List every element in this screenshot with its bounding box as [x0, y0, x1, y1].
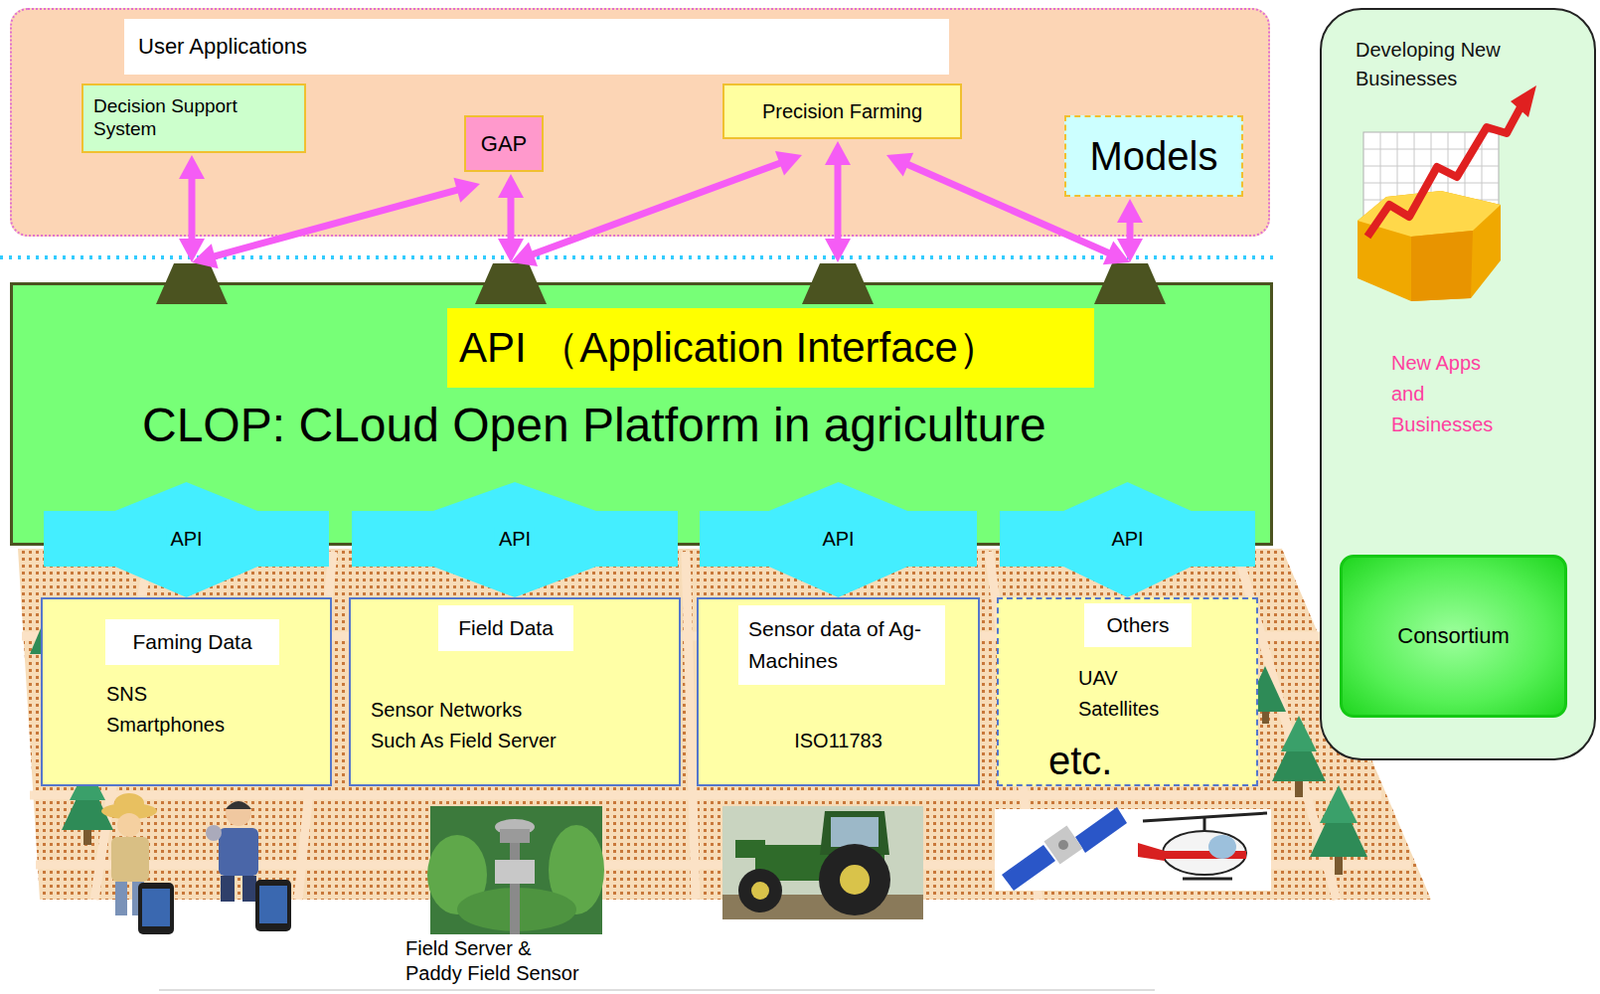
- anchor-mount: [1094, 263, 1166, 305]
- platform-box-text: CLOP: CLoud Open Platform in agriculture: [142, 396, 1047, 455]
- data-source-box-text: SNS Smartphones: [106, 678, 236, 741]
- data-source-box-text: Faming Data: [105, 619, 280, 665]
- app-box: Precision Farming: [722, 83, 962, 140]
- satellite-helicopter-photo: [994, 806, 1272, 891]
- data-source-box-text: Field Data: [438, 605, 574, 651]
- data-source-box-text: Others: [1084, 603, 1192, 647]
- photo-caption: Field Server & Paddy Field Sensor: [405, 936, 585, 986]
- link-arrow: [824, 141, 851, 263]
- app-box: Decision Support System: [81, 83, 307, 154]
- smartphone-icon: [255, 879, 292, 932]
- app-box: GAP: [464, 115, 544, 172]
- app-box-text: Precision Farming: [762, 100, 923, 124]
- data-source-box: Faming DataSNS Smartphones: [40, 597, 332, 787]
- api-banner: API （Application Interface）: [447, 308, 1095, 388]
- smartphone-icon: [138, 882, 174, 935]
- region-band: User ApplicationsDecision Support System…: [9, 7, 1271, 237]
- model-box-text: Models: [1090, 134, 1219, 179]
- consortium-box: Consortium: [1339, 554, 1568, 718]
- edge-label: API: [1107, 526, 1147, 551]
- edge-label: API: [165, 526, 206, 551]
- field-server-photo: [427, 805, 605, 935]
- data-source-box-text: Sensor Networks Such As Field Server: [370, 694, 565, 757]
- edge-label: API: [817, 526, 858, 551]
- business-panel: Developing New BusinessesNew Apps and Bu…: [1319, 7, 1597, 761]
- consortium-box-text: Consortium: [1397, 623, 1509, 649]
- region-band-text: User Applications: [124, 18, 950, 75]
- api-block-arrow: [699, 481, 977, 598]
- api-block-arrow: [351, 481, 678, 598]
- business-panel-text: New Apps and Businesses: [1391, 347, 1503, 441]
- data-source-box: Field DataSensor Networks Such As Field …: [348, 597, 681, 787]
- anchor-mount: [156, 263, 228, 305]
- data-source-box-text: ISO11783: [698, 726, 978, 755]
- data-source-box: OthersUAV Satellites etc.: [996, 597, 1259, 787]
- app-box-text: GAP: [480, 131, 527, 158]
- baseline-rule: [159, 988, 1155, 991]
- tractor-photo: [722, 805, 924, 920]
- edge-label: API: [494, 526, 535, 551]
- app-box-text: Decision Support System: [93, 95, 258, 142]
- link-arrow: [510, 151, 802, 267]
- link-arrow: [1117, 198, 1143, 263]
- data-source-box-text: UAV Satellites: [1078, 662, 1198, 725]
- anchor-mounts: [156, 263, 1166, 305]
- person-figure: [205, 800, 259, 902]
- data-source-box: Sensor data of Ag-MachinesISO11783: [696, 597, 980, 787]
- growth-chart-icon: [1357, 85, 1537, 302]
- api-banner-text: API （Application Interface）: [459, 320, 1000, 376]
- model-box: Models: [1064, 115, 1244, 197]
- anchor-mount: [801, 263, 874, 305]
- link-arrow: [886, 153, 1130, 265]
- data-source-box-text: Sensor data of Ag-Machines: [738, 605, 946, 685]
- api-block-arrow: [43, 481, 329, 598]
- data-source-box-text: etc.: [1048, 738, 1113, 783]
- api-block-arrow: [999, 481, 1256, 598]
- anchor-mount: [475, 263, 547, 305]
- business-panel-text: Developing New Businesses: [1355, 35, 1505, 94]
- link-arrow: [497, 173, 524, 263]
- link-arrow: [178, 155, 205, 263]
- link-arrow: [191, 177, 480, 269]
